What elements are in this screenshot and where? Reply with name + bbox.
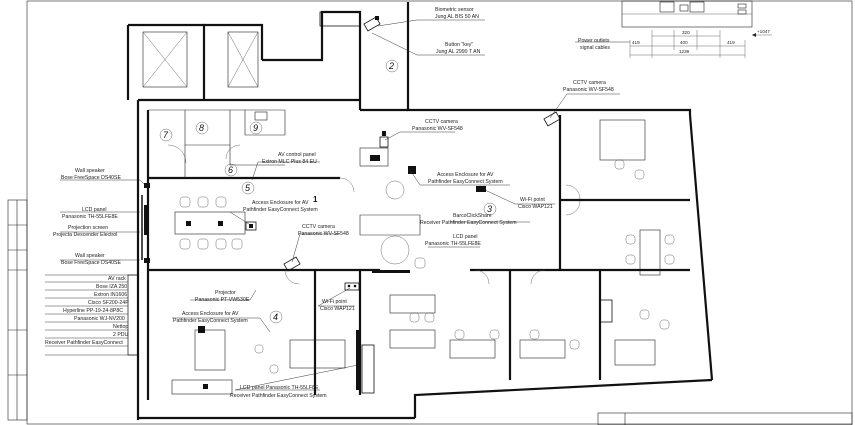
label-access-mid-1: Access Enclosure for AV bbox=[437, 172, 494, 178]
label-cctv-left-1: CCTV camera bbox=[302, 224, 335, 230]
column-top bbox=[319, 11, 361, 27]
rack-leader-lines bbox=[45, 281, 128, 347]
rack-item: Nettop bbox=[113, 324, 128, 330]
label-av-panel-2: Extron MLC Plus 84 EU bbox=[262, 159, 317, 165]
label-power-2: signal cables bbox=[580, 45, 610, 51]
sheet-border bbox=[26, 0, 853, 425]
label-biometric-2: Jung AL BIS 50 AN bbox=[435, 14, 479, 20]
cctv-camera-icon bbox=[363, 16, 381, 32]
label-biometric-1: Biometric sensor bbox=[435, 7, 474, 13]
label-power-1: Power outlets bbox=[578, 38, 610, 44]
label-av-panel-1: AV control panel bbox=[278, 152, 316, 158]
label-lcd-left-1: LCD panel bbox=[82, 207, 107, 213]
walls bbox=[126, 2, 714, 420]
label-access-left-1: Access Enclosure for AV bbox=[252, 200, 309, 206]
room-number: 2 bbox=[388, 61, 394, 71]
label-access-left-2: Pathfinder EasyConnect System bbox=[243, 207, 318, 213]
room-number: 5 bbox=[245, 183, 251, 193]
cctv-camera-icon bbox=[543, 111, 561, 127]
label-button-2: Jung AL 2990 T AN bbox=[436, 49, 481, 55]
label-projector-2: Panasonic PT-VW530E bbox=[195, 297, 250, 303]
room-number: 1 bbox=[313, 195, 318, 204]
label-wifi-right-1: Wi-Fi point bbox=[520, 197, 545, 203]
label-wall-speaker-top-2: Bose FreeSpace DS40SE bbox=[61, 175, 122, 181]
label-wall-speaker-low-1: Wall speaker bbox=[75, 253, 105, 259]
furniture bbox=[141, 111, 675, 395]
detail-dim-419-left: 419 bbox=[632, 40, 640, 45]
label-wall-speaker-top-1: Wall speaker bbox=[75, 168, 105, 174]
rack-item: AV rack bbox=[108, 276, 126, 282]
detail-dim-total: 1239 bbox=[679, 49, 690, 54]
label-projector-1: Projector bbox=[215, 290, 236, 296]
label-access-low-1: Access Enclosure for AV bbox=[182, 311, 239, 317]
title-block-stamp bbox=[7, 199, 28, 421]
access-enclosure-icon bbox=[245, 221, 257, 231]
room-number: 3 bbox=[487, 204, 492, 214]
room-number-circles bbox=[159, 59, 497, 324]
rack-item: Hyperline PP-19-24-8P8C bbox=[63, 308, 123, 314]
label-lcd-bottom-2: Receiver Pathfinder EasyConnect System bbox=[230, 393, 327, 399]
label-access-mid-2: Pathfinder EasyConnect System bbox=[428, 179, 503, 185]
room-number: 8 bbox=[199, 123, 204, 133]
rack-item: Extron IN1606 bbox=[94, 292, 127, 298]
leader-lines bbox=[45, 19, 630, 391]
detail-elevation: +1047 bbox=[757, 29, 770, 34]
label-lcd-bottom-1: LCD panel Panasonic TH-55LF8E bbox=[240, 385, 319, 391]
av-rack bbox=[127, 274, 139, 356]
label-wifi-low-1: Wi-Fi point bbox=[322, 299, 347, 305]
rack-item: Bose IZA 250 bbox=[96, 284, 127, 290]
label-barco-2: Receiver Pathfinder EasyConnect System bbox=[420, 220, 517, 226]
label-button-1: Button "key" bbox=[445, 42, 473, 48]
rack-item: Receiver Pathfinder EasyConnect bbox=[45, 340, 123, 346]
room-number: 9 bbox=[253, 123, 258, 133]
wifi-point-icon bbox=[344, 282, 360, 291]
title-block-bottom bbox=[597, 412, 853, 425]
label-wifi-low-2: Cisco WAP121 bbox=[320, 306, 355, 312]
column-low bbox=[361, 344, 375, 394]
cctv-camera-icon bbox=[283, 256, 301, 272]
label-wall-speaker-low-2: Bose FreeSpace DS40SE bbox=[61, 260, 122, 266]
label-cctv-top-1: CCTV camera bbox=[573, 80, 606, 86]
cctv-camera-icon bbox=[379, 131, 389, 148]
detail-dim-400: 400 bbox=[680, 40, 688, 45]
label-proj-screen-2: Projecta Descender Electrol bbox=[53, 232, 117, 238]
label-cctv-top-2: Panasonic WV-SF548 bbox=[563, 87, 614, 93]
wifi-point-icon bbox=[476, 186, 486, 192]
rack-item: Panasonic WJ-NV200 bbox=[74, 316, 125, 322]
label-lcd-mid-2: Panasonic TH-55LFE8E bbox=[425, 241, 481, 247]
label-lcd-mid-1: LCD panel bbox=[453, 234, 478, 240]
label-access-low-2: Pathfinder EasyConnect System bbox=[173, 318, 248, 324]
column-right bbox=[599, 299, 613, 323]
doors bbox=[167, 144, 581, 285]
detail-section bbox=[621, 0, 772, 58]
label-proj-screen-1: Projection screen bbox=[68, 225, 108, 231]
room-number: 4 bbox=[273, 312, 278, 322]
detail-dim-320: 320 bbox=[682, 30, 690, 35]
rack-item: Cisco SF200-24P bbox=[88, 300, 129, 306]
label-cctv-mid-2: Panasonic WV-SF548 bbox=[412, 126, 463, 132]
room-number: 6 bbox=[228, 165, 233, 175]
label-cctv-left-2: Panasonic WV-SF548 bbox=[298, 231, 349, 237]
device-icons bbox=[245, 16, 561, 291]
label-lcd-left-2: Panasonic TH-55LFE8E bbox=[62, 214, 118, 220]
label-wifi-right-2: Cisco WAP121 bbox=[518, 204, 553, 210]
label-cctv-mid-1: CCTV camera bbox=[425, 119, 458, 125]
label-barco-1: BarcoClickShare bbox=[453, 213, 492, 219]
detail-dim-419-right: 419 bbox=[727, 40, 735, 45]
room-number: 7 bbox=[163, 130, 169, 140]
rack-item: 2 PDU bbox=[113, 332, 129, 338]
